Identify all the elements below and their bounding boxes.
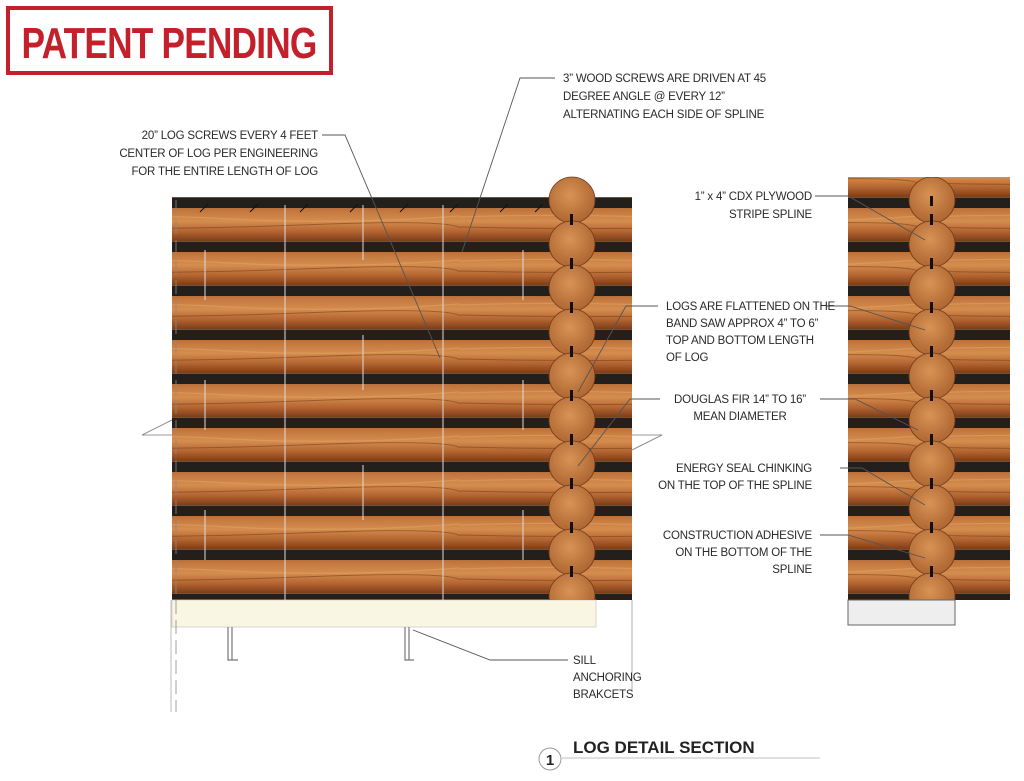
callout-plywood-spline: 1” x 4” CDX PLYWOOD STRIPE SPLINE (695, 191, 813, 221)
section-title: 1 LOG DETAIL SECTION (538, 738, 820, 771)
svg-text:20” LOG SCREWS EVERY 4 FEET: 20” LOG SCREWS EVERY 4 FEET (142, 130, 318, 142)
svg-text:STRIPE SPLINE: STRIPE SPLINE (729, 209, 813, 221)
svg-text:DEGREE ANGLE @ EVERY 12”: DEGREE ANGLE @ EVERY 12” (563, 91, 725, 103)
callout-douglas-fir: DOUGLAS FIR 14” TO 16” MEAN DIAMETER (674, 394, 807, 423)
callout-flattened: LOGS ARE FLATTENED ON THE BAND SAW APPRO… (666, 301, 836, 364)
callout-wood-screws: 3” WOOD SCREWS ARE DRIVEN AT 45 DEGREE A… (563, 73, 766, 121)
svg-text:1” x 4” CDX PLYWOOD: 1” x 4” CDX PLYWOOD (695, 191, 812, 203)
section-number-badge (538, 747, 562, 771)
svg-text:CENTER OF LOG PER ENGINEERING: CENTER OF LOG PER ENGINEERING (119, 148, 318, 160)
sill-plate-section (847, 599, 956, 626)
svg-text:ON THE TOP OF THE SPLINE: ON THE TOP OF THE SPLINE (658, 480, 812, 492)
callout-sill: SILL ANCHORING BRAKCETS (573, 655, 642, 701)
svg-text:3” WOOD SCREWS ARE DRIVEN AT 4: 3” WOOD SCREWS ARE DRIVEN AT 45 (563, 73, 766, 85)
log-screws (204, 205, 524, 622)
svg-text:ON THE BOTTOM OF THE: ON THE BOTTOM OF THE (675, 547, 812, 559)
svg-text:LOGS ARE FLATTENED ON THE: LOGS ARE FLATTENED ON THE (666, 301, 836, 313)
log-wall-section (847, 177, 1010, 626)
svg-text:PATENT PENDING: PATENT PENDING (22, 19, 317, 68)
svg-text:ENERGY SEAL CHINKING: ENERGY SEAL CHINKING (676, 463, 812, 475)
sill-plate (171, 599, 597, 628)
svg-text:CONSTRUCTION ADHESIVE: CONSTRUCTION ADHESIVE (663, 530, 813, 542)
callout-energy-seal: ENERGY SEAL CHINKING ON THE TOP OF THE S… (658, 463, 813, 492)
svg-text:LOG DETAIL SECTION: LOG DETAIL SECTION (573, 738, 755, 757)
log-wall-elevation (141, 197, 663, 712)
svg-text:SILL: SILL (573, 655, 597, 667)
svg-text:BAND SAW APPROX 4” TO 6”: BAND SAW APPROX 4” TO 6” (666, 318, 819, 330)
callout-log-screws: 20” LOG SCREWS EVERY 4 FEET CENTER OF LO… (119, 130, 318, 178)
svg-text:ALTERNATING EACH SIDE OF SPLIN: ALTERNATING EACH SIDE OF SPLINE (563, 109, 765, 121)
svg-text:BRAKCETS: BRAKCETS (573, 689, 634, 701)
svg-text:MEAN DIAMETER: MEAN DIAMETER (693, 411, 786, 423)
svg-text:FOR THE ENTIRE LENGTH OF LOG: FOR THE ENTIRE LENGTH OF LOG (131, 166, 318, 178)
wood-screws (199, 203, 544, 213)
leader-lines (322, 77, 926, 661)
sill-anchoring-bracket (227, 627, 414, 661)
svg-text:SPLINE: SPLINE (772, 564, 812, 576)
svg-text:1: 1 (546, 752, 554, 769)
svg-text:OF LOG: OF LOG (666, 352, 709, 364)
callout-adhesive: CONSTRUCTION ADHESIVE ON THE BOTTOM OF T… (663, 530, 813, 576)
patent-pending-stamp: PATENT PENDING (6, 6, 333, 75)
svg-text:TOP AND BOTTOM LENGTH: TOP AND BOTTOM LENGTH (666, 335, 814, 347)
svg-text:DOUGLAS FIR 14” TO 16”: DOUGLAS FIR 14” TO 16” (674, 394, 806, 406)
log-section-column (548, 176, 596, 600)
svg-text:ANCHORING: ANCHORING (573, 672, 642, 684)
